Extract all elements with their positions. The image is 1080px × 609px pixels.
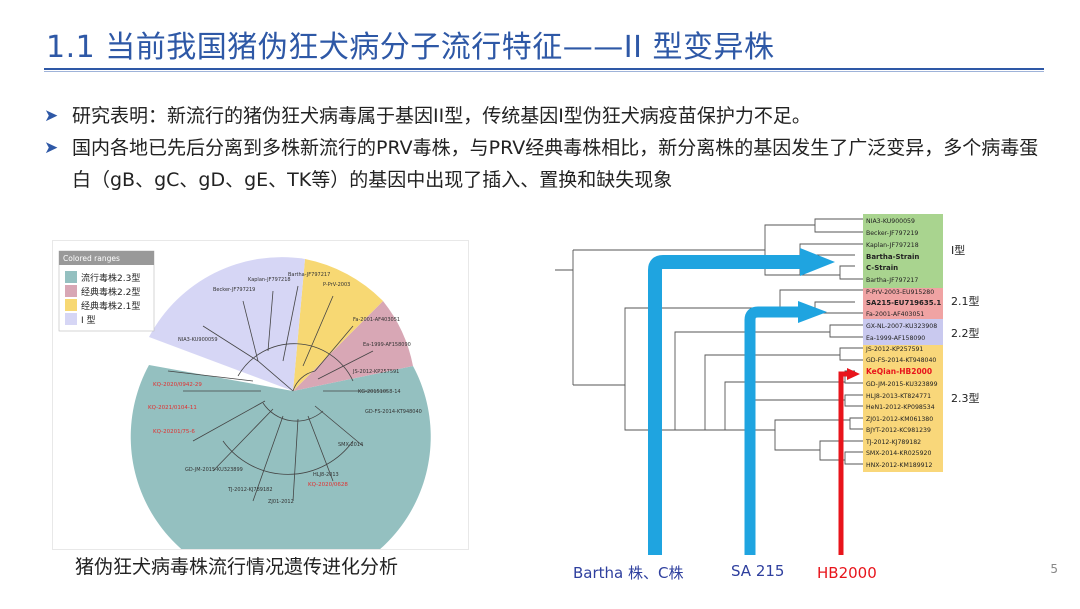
taxon-label: HeN1-2012-KP098534 (866, 404, 935, 411)
bullet-arrow-icon: ➤ (44, 106, 59, 126)
legend-title: Colored ranges (63, 254, 120, 263)
taxon-label: Ea-1999-AF158090 (866, 335, 925, 342)
legend-label: 经典毒株2.2型 (81, 286, 140, 298)
taxon-label: HNX-2012-KM189912 (866, 462, 933, 469)
legend-swatch (65, 313, 77, 325)
legend-swatch (65, 285, 77, 297)
arrow-bartha (648, 248, 835, 555)
bullet-arrow-icon: ➤ (44, 138, 59, 158)
taxon-label: Becker-JF797219 (866, 230, 918, 237)
title-divider (44, 68, 1044, 70)
legend-label: 流行毒株2.3型 (81, 272, 140, 284)
svg-text:P-PrV-2003: P-PrV-2003 (323, 282, 350, 288)
sector-2-3 (130, 365, 431, 587)
taxon-label: BJYT-2012-KC981239 (866, 427, 931, 434)
band-type-2-3 (863, 345, 943, 472)
group-label: 2.3型 (951, 391, 980, 405)
taxon-label: Fa-2001-AF403051 (866, 311, 924, 318)
taxon-label: SA215-EU719635.1 (866, 299, 941, 307)
bullet-item: ➤ 国内各地已先后分离到多株新流行的PRV毒株，与PRV经典毒株相比，新分离株的… (44, 132, 1054, 196)
arrow-label-hb2000: HB2000 (817, 564, 877, 582)
tree-branches (167, 285, 388, 502)
svg-text:Becker-JF797219: Becker-JF797219 (213, 287, 255, 293)
bullet-text: 国内各地已先后分离到多株新流行的PRV毒株，与PRV经典毒株相比，新分离株的基因… (72, 137, 1039, 191)
circular-tree-figure: JS-2012-KP257591 KG-20151058-14 GD-FS-20… (52, 240, 469, 587)
legend-label: I 型 (81, 315, 96, 326)
svg-text:KG-20151058-14: KG-20151058-14 (358, 389, 401, 395)
taxon-label: GX-NL-2007-KU323908 (866, 323, 937, 330)
svg-text:ZJ01-2012: ZJ01-2012 (268, 499, 294, 505)
svg-text:Ea-1999-AF158090: Ea-1999-AF158090 (363, 342, 411, 348)
rect-tree-figure: I型 2.1型 2.2型 2.3型 NIA3-KU900059 Becker-J… (555, 210, 985, 605)
svg-text:TJ-2012-KJ789182: TJ-2012-KJ789182 (227, 487, 273, 493)
bullet-item: ➤ 研究表明：新流行的猪伪狂犬病毒属于基因II型，传统基因I型伪狂犬病疫苗保护力… (44, 100, 1054, 132)
page-number: 5 (1050, 562, 1058, 576)
taxa-labels: NIA3-KU900059 Becker-JF797219 Kaplan-JF7… (865, 218, 941, 469)
svg-text:HLJ8-2013: HLJ8-2013 (313, 472, 339, 478)
svg-text:SMX-2014: SMX-2014 (338, 442, 363, 448)
bullet-list: ➤ 研究表明：新流行的猪伪狂犬病毒属于基因II型，传统基因I型伪狂犬病疫苗保护力… (44, 100, 1054, 196)
svg-text:Bartha-JF797217: Bartha-JF797217 (288, 272, 330, 278)
sector-2-2 (293, 301, 413, 391)
taxon-label: JS-2012-KP257591 (865, 346, 923, 353)
arrow-sa215 (744, 301, 827, 555)
sector-2-1 (293, 259, 383, 391)
taxon-label: HLJ8-2013-KT824771 (866, 393, 931, 400)
arrow-label-sa215: SA 215 (731, 562, 784, 580)
taxon-label: GD-JM-2015-KU323899 (866, 381, 938, 388)
taxon-label: ZJ01-2012-KM061380 (866, 416, 933, 423)
legend-swatch (65, 299, 77, 311)
band-type-1 (863, 214, 943, 288)
taxon-label: Kaplan-JF797218 (866, 242, 919, 249)
group-label: 2.2型 (951, 326, 980, 340)
rect-tree-svg: I型 2.1型 2.2型 2.3型 NIA3-KU900059 Becker-J… (555, 214, 980, 582)
taxon-label: GD-FS-2014-KT948040 (866, 357, 936, 364)
tree-legend: Colored ranges 流行毒株2.3型 经典毒株2.2型 经典毒株2.1… (58, 250, 155, 332)
svg-text:KQ-2020/0628: KQ-2020/0628 (308, 482, 348, 488)
title-divider-thin (44, 71, 1044, 72)
tree-highlight-labels: KQ-2020/0942-29 KQ-2021/0104-11 KQ-20201… (148, 382, 348, 488)
svg-text:Fa-2001-AF403051: Fa-2001-AF403051 (353, 317, 400, 323)
taxon-label: TJ-2012-KJ789182 (865, 439, 921, 446)
svg-text:JS-2012-KP257591: JS-2012-KP257591 (352, 369, 399, 375)
legend-swatch (65, 271, 77, 283)
arrow-hb2000 (838, 368, 860, 555)
slide-title: 1.1 当前我国猪伪狂犬病分子流行特征——II 型变异株 (46, 30, 775, 65)
taxon-label: NIA3-KU900059 (866, 218, 915, 225)
legend-label: 经典毒株2.1型 (81, 300, 140, 312)
taxon-label: Bartha-Strain (866, 253, 919, 261)
tree-caption: 猪伪狂犬病毒株流行情况遗传进化分析 (75, 556, 399, 578)
svg-text:KQ-2021/0104-11: KQ-2021/0104-11 (148, 405, 197, 411)
svg-text:Kaplan-JF797218: Kaplan-JF797218 (248, 277, 291, 283)
taxon-label: Bartha-JF797217 (866, 277, 918, 284)
bullet-text: 研究表明：新流行的猪伪狂犬病毒属于基因II型，传统基因I型伪狂犬病疫苗保护力不足… (72, 105, 811, 127)
svg-text:GD-FS-2014-KT948040: GD-FS-2014-KT948040 (365, 409, 422, 415)
sector-1 (149, 257, 305, 391)
taxon-label: P-PrV-2003-EU915280 (866, 289, 934, 296)
svg-text:GD-JM-2015-KU323899: GD-JM-2015-KU323899 (185, 467, 243, 473)
circular-tree-svg: JS-2012-KP257591 KG-20151058-14 GD-FS-20… (58, 250, 431, 587)
group-label: I型 (951, 243, 965, 257)
group-label: 2.1型 (951, 294, 980, 308)
taxon-label-highlight: KeQian-HB2000 (866, 367, 932, 376)
band-type-2-1 (863, 288, 943, 319)
svg-text:KQ-20201/75-6: KQ-20201/75-6 (153, 429, 195, 435)
svg-text:NIA3-KU900059: NIA3-KU900059 (178, 337, 218, 343)
arrow-label-bartha: Bartha 株、C株 (573, 564, 683, 582)
taxon-label: C-Strain (866, 264, 898, 272)
svg-text:KQ-2020/0942-29: KQ-2020/0942-29 (153, 382, 202, 388)
band-type-2-2 (863, 319, 943, 345)
taxon-label: SMX-2014-KR025920 (866, 450, 931, 457)
tree-leaf-labels: JS-2012-KP257591 KG-20151058-14 GD-FS-20… (178, 272, 422, 505)
